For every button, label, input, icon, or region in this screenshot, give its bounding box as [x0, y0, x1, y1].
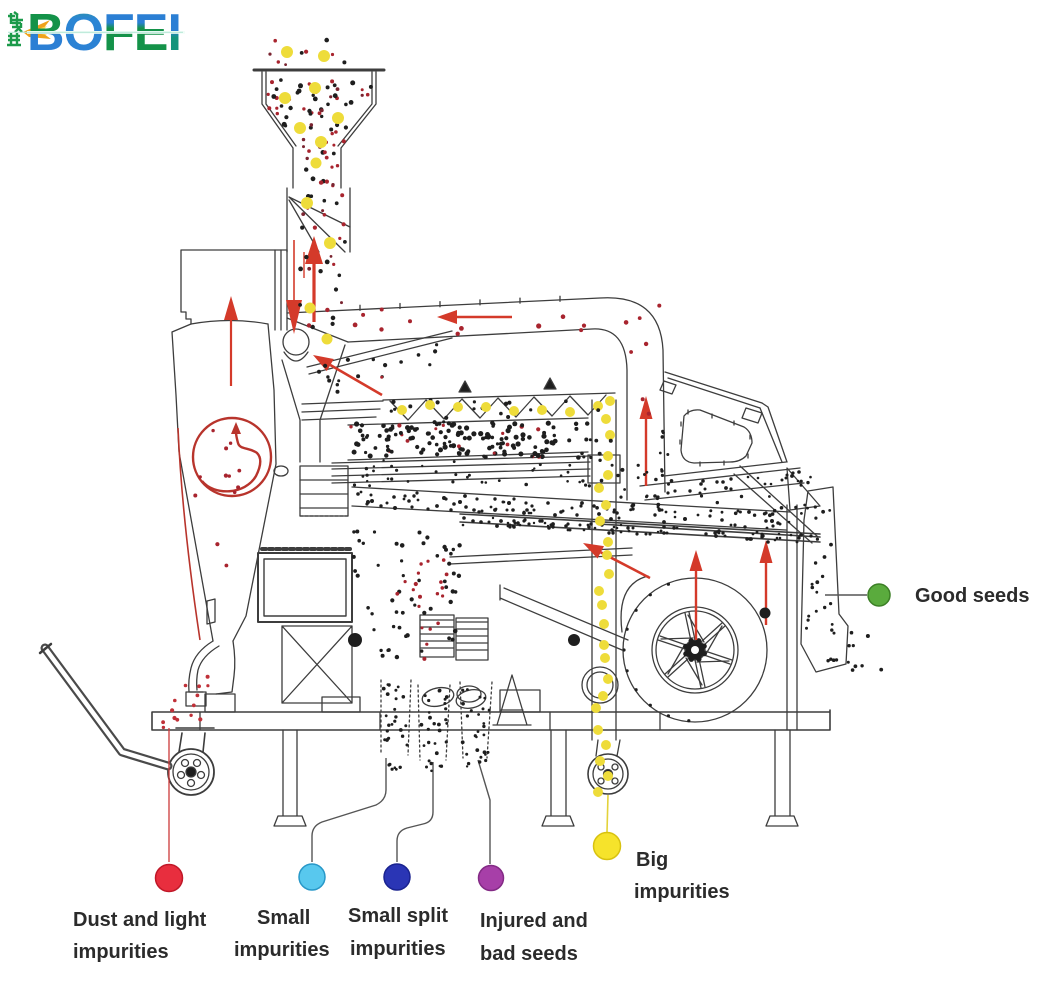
svg-text:Small: Small — [257, 907, 310, 929]
svg-text:impurities: impurities — [634, 881, 730, 903]
svg-text:bad seeds: bad seeds — [480, 943, 578, 965]
svg-text:Big: Big — [636, 849, 668, 871]
svg-text:impurities: impurities — [350, 938, 446, 960]
svg-text:Good seeds: Good seeds — [915, 585, 1029, 607]
svg-text:Injured and: Injured and — [480, 910, 588, 932]
svg-text:Small split: Small split — [348, 905, 448, 927]
svg-text:impurities: impurities — [73, 941, 169, 963]
svg-text:Dust and light: Dust and light — [73, 909, 207, 931]
svg-text:impurities: impurities — [234, 939, 330, 961]
